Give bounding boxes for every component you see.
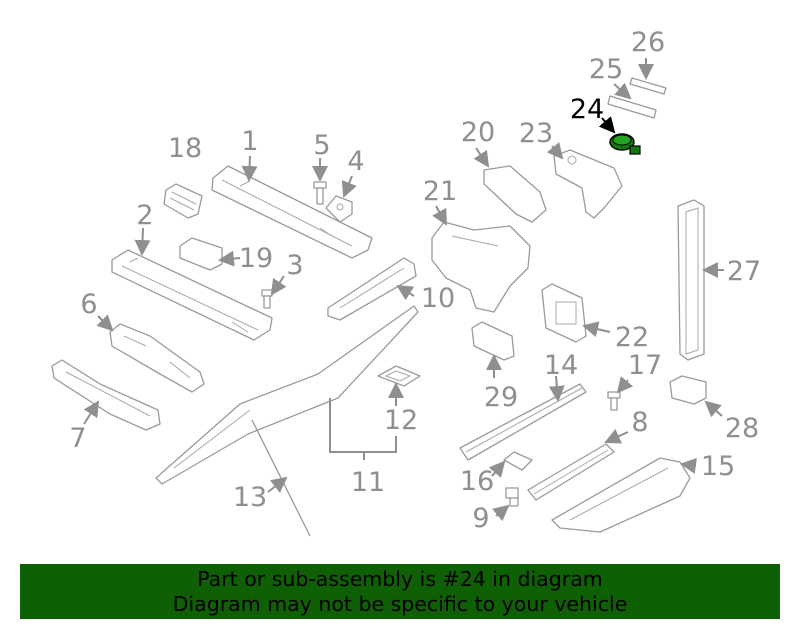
label-7: 7 <box>69 423 86 454</box>
part-14-sill <box>459 383 587 461</box>
part-29-bracket <box>471 321 515 361</box>
part-18-grille <box>163 183 203 219</box>
part-25-rod <box>607 95 657 119</box>
callout-labels: 1 2 3 4 5 6 7 8 9 10 11 12 13 14 15 16 1… <box>69 27 761 534</box>
banner-line-2: Diagram may not be specific to your vehi… <box>172 591 628 616</box>
label-23: 23 <box>519 118 553 149</box>
part-20-bracket <box>483 165 547 223</box>
part-12-cover <box>377 365 421 387</box>
label-9: 9 <box>472 503 489 534</box>
label-15: 15 <box>701 451 735 482</box>
part-1-trim-rail <box>211 165 373 259</box>
label-1: 1 <box>241 126 258 157</box>
label-14: 14 <box>544 350 578 381</box>
part-27-panel <box>677 199 705 361</box>
part-7-bracket <box>51 359 161 431</box>
part-19-module <box>179 237 223 271</box>
part-5-screw <box>313 181 327 205</box>
label-12: 12 <box>384 405 418 436</box>
part-16-pad <box>503 451 533 471</box>
part-13-strut <box>251 419 311 537</box>
label-20: 20 <box>461 117 495 148</box>
part-6-bracket <box>109 323 205 393</box>
label-2: 2 <box>136 200 153 231</box>
label-5: 5 <box>313 130 330 161</box>
label-19: 19 <box>239 243 273 274</box>
label-8: 8 <box>631 407 648 438</box>
label-3: 3 <box>286 250 303 281</box>
part-3-bolt <box>261 289 273 309</box>
part-28-latch <box>669 375 707 405</box>
callout-leaders <box>83 58 724 522</box>
label-10: 10 <box>421 283 455 314</box>
label-6: 6 <box>80 289 97 320</box>
exploded-parts-diagram: 1 2 3 4 5 6 7 8 9 10 11 12 13 14 15 16 1… <box>51 27 761 537</box>
label-13: 13 <box>233 482 267 513</box>
banner-line-1: Part or sub-assembly is #24 in diagram <box>197 566 603 591</box>
part-17-bolt <box>607 391 621 411</box>
part-11-panel <box>155 305 419 485</box>
part-21-housing <box>431 221 531 313</box>
label-26: 26 <box>631 27 665 58</box>
label-25: 25 <box>589 54 623 85</box>
label-24-highlighted: 24 <box>570 94 604 125</box>
part-15-cover <box>551 457 691 533</box>
part-8-sill-strip <box>527 443 615 501</box>
label-18: 18 <box>168 133 202 164</box>
part-2-rail <box>111 249 273 341</box>
label-17: 17 <box>628 350 662 381</box>
label-4: 4 <box>347 146 364 177</box>
part-9-clip <box>505 487 519 507</box>
part-24-cap-highlighted <box>609 133 641 155</box>
part-26-pin <box>629 77 667 95</box>
label-29: 29 <box>484 382 518 413</box>
label-27: 27 <box>727 256 761 287</box>
part-23-bracket <box>553 149 623 219</box>
label-28: 28 <box>725 413 759 444</box>
label-22: 22 <box>615 322 649 353</box>
part-10-bracket <box>327 257 417 321</box>
label-16: 16 <box>460 466 494 497</box>
label-11: 11 <box>351 467 385 498</box>
info-banner: Part or sub-assembly is #24 in diagram D… <box>20 564 780 619</box>
part-4-clip <box>325 195 353 223</box>
label-21: 21 <box>423 176 457 207</box>
part-22-bracket <box>541 283 587 343</box>
